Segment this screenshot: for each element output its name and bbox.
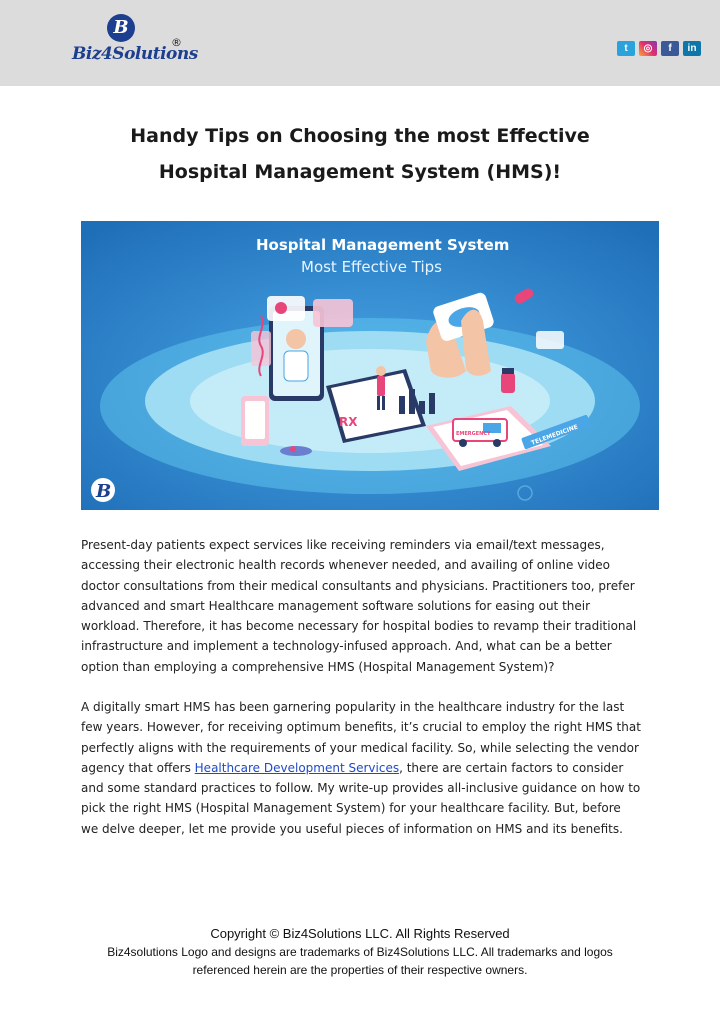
banner-logo-icon [91,478,115,502]
logo-text: Biz4Solutions [72,44,198,64]
page-title: Handy Tips on Choosing the most Effectiv… [130,125,590,183]
footer-trademark: Biz4solutions Logo and designs are trade… [107,945,613,977]
hero-banner-image: Hospital Management System Most Effectiv… [81,221,659,510]
doctor-tablet [269,306,324,401]
linkedin-icon[interactable]: in [683,41,701,56]
ambulance-phone: EMERGENCY TELEMEDICINE [426,406,591,471]
registered-mark: ® [171,36,182,49]
center-tablet: RX [326,369,426,443]
biz4solutions-logo[interactable]: B Biz4Solutions ® [72,14,198,70]
article-paragraph-2: A digitally smart HMS has been garnering… [81,697,641,839]
article-paragraph-1: Present-day patients expect services lik… [81,538,637,674]
twitter-icon[interactable]: t [617,41,635,56]
paragraph-2-text-before: A digitally smart HMS has been garnering… [81,700,641,775]
banner-illustration: Hospital Management System Most Effectiv… [81,221,659,510]
svg-text:RX: RX [339,415,358,429]
banner-heading: Hospital Management System [256,236,509,254]
footer-copyright: Copyright © Biz4Solutions LLC. All Right… [210,926,510,941]
social-links: t ◎ f in [617,41,701,56]
paragraph-2-text-after: , there are certain factors to consider … [81,760,641,836]
healthcare-development-services-link[interactable]: Healthcare Development Services [194,760,400,775]
banner-subheading: Most Effective Tips [301,258,442,276]
instagram-icon[interactable]: ◎ [639,41,657,56]
emergency-label: EMERGENCY [456,431,491,437]
banner-logo-mark: B [95,481,111,502]
logo-mark: B [107,14,135,42]
header-bar: B Biz4Solutions ® t ◎ f in [0,0,720,86]
facebook-icon[interactable]: f [661,41,679,56]
